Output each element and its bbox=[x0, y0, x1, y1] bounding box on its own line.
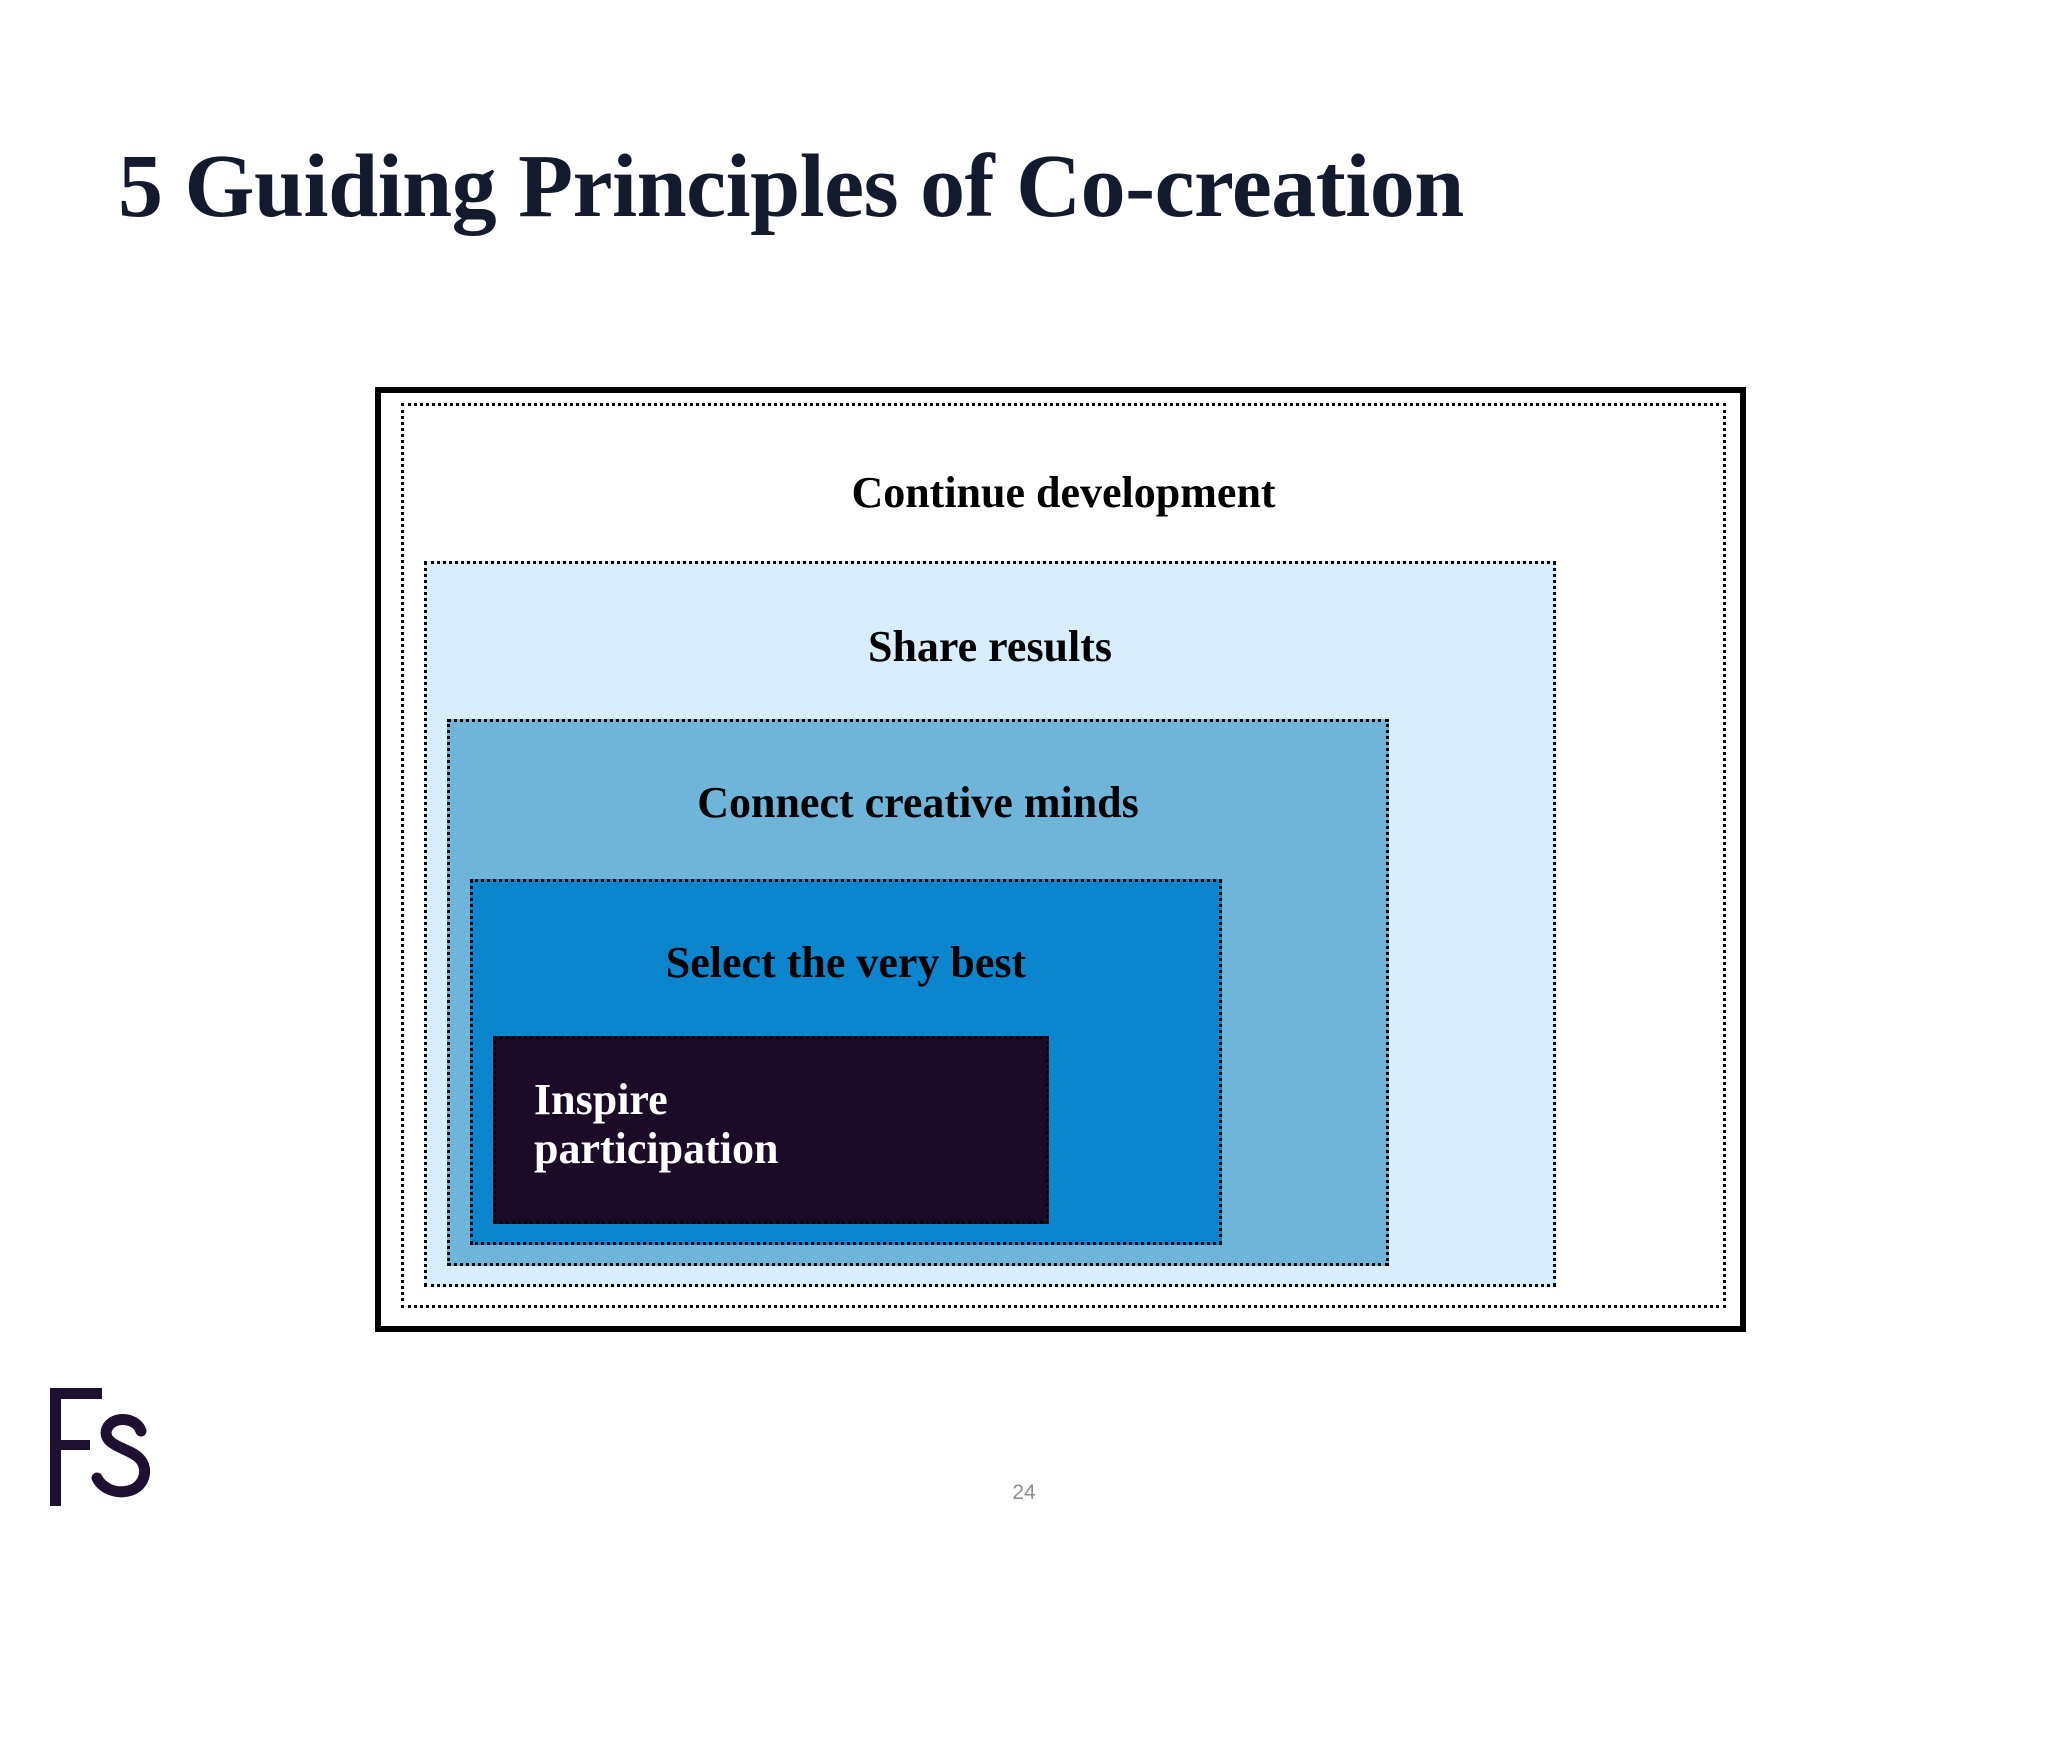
principle-box-inspire-participation[interactable]: Inspire participation bbox=[493, 1036, 1049, 1224]
fs-logo-icon bbox=[50, 1388, 151, 1506]
principle-label-continue-development: Continue development bbox=[851, 468, 1276, 517]
page-number: 24 bbox=[1012, 1481, 1036, 1504]
page-title: 5 Guiding Principles of Co-creation bbox=[118, 137, 1464, 236]
principle-box-share-results[interactable]: Share results Connect creative minds Sel… bbox=[424, 561, 1556, 1287]
principle-box-select-the-very-best[interactable]: Select the very best Inspire participati… bbox=[470, 879, 1222, 1245]
principle-box-connect-creative-minds[interactable]: Connect creative minds Select the very b… bbox=[447, 719, 1389, 1266]
principle-box-continue-development[interactable]: Continue development Share results Conne… bbox=[401, 403, 1726, 1308]
principle-label-select-the-very-best: Select the very best bbox=[665, 938, 1027, 987]
nested-principles-diagram: Continue development Share results Conne… bbox=[375, 387, 1746, 1737]
principle-label-connect-creative-minds: Connect creative minds bbox=[697, 778, 1139, 827]
principle-label-inspire-participation: Inspire participation bbox=[534, 1075, 779, 1174]
principle-label-share-results: Share results bbox=[867, 622, 1113, 671]
fs-logo bbox=[28, 1378, 178, 1518]
diagram-outer-frame: Continue development Share results Conne… bbox=[375, 387, 1746, 1332]
